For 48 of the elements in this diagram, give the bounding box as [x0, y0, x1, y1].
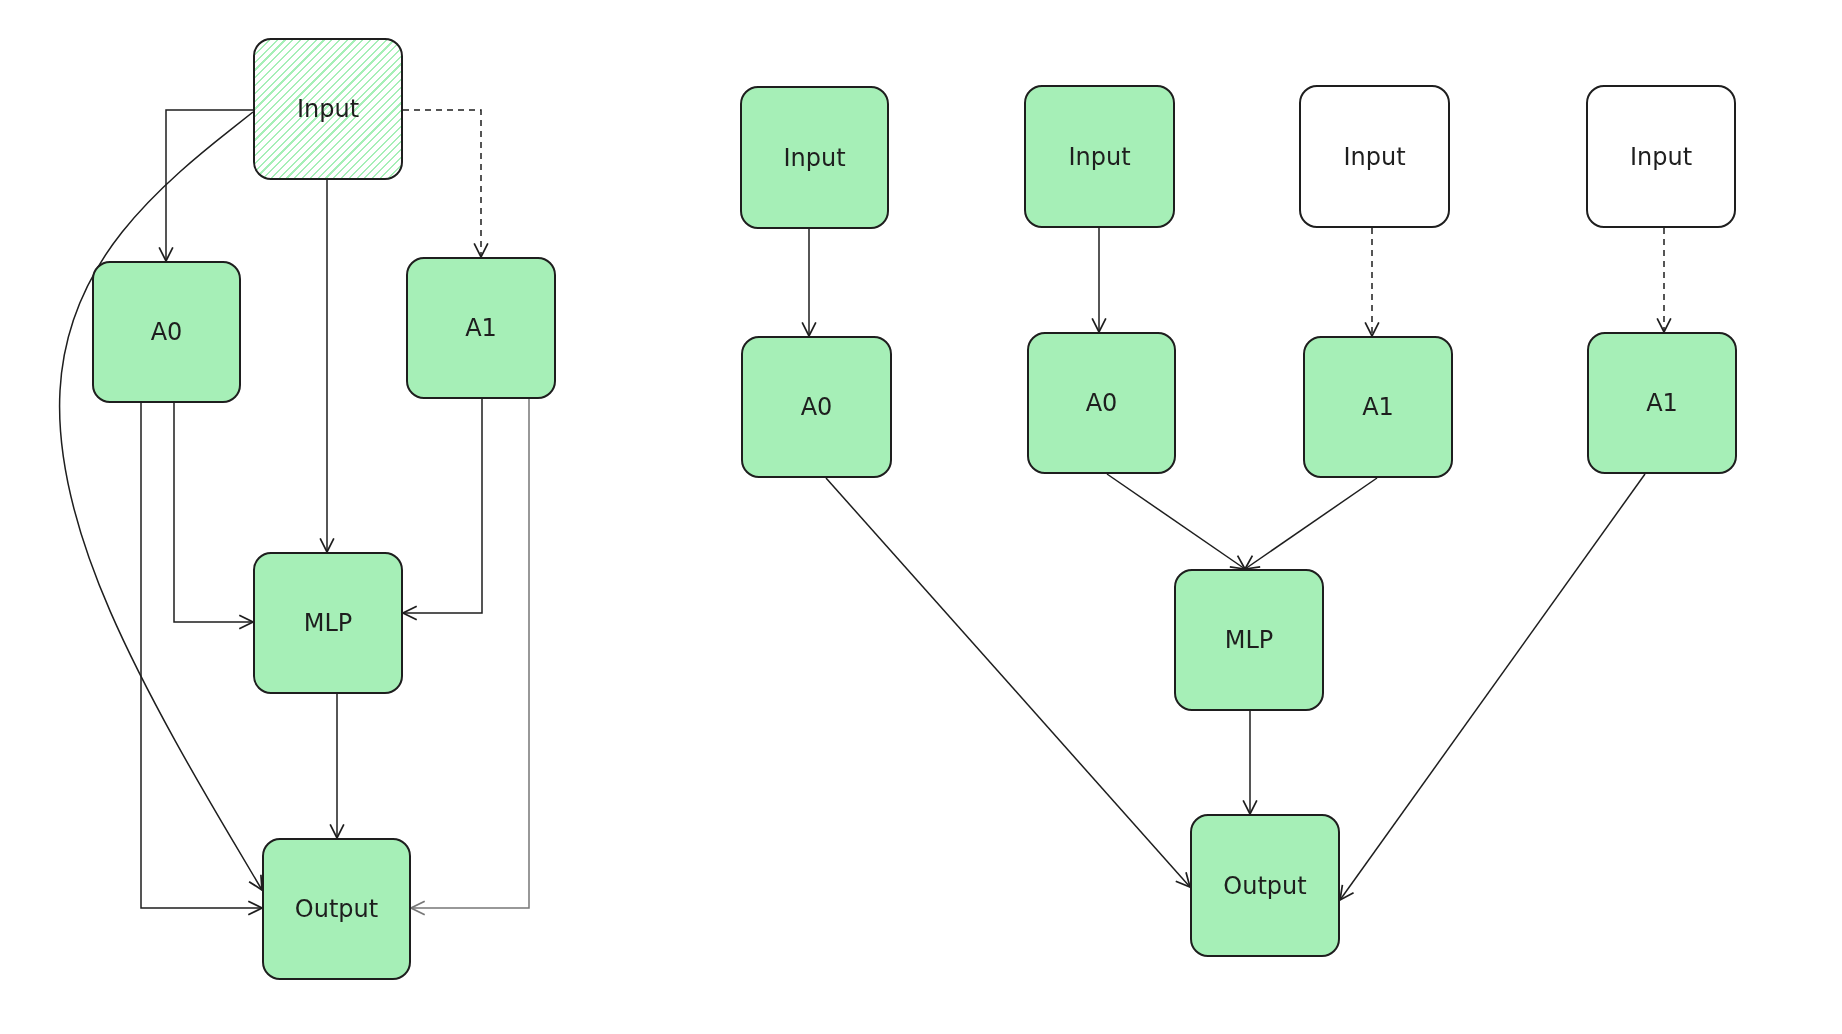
node-label: MLP: [1224, 626, 1274, 654]
process-box: [741, 336, 892, 478]
arrow: [825, 477, 1191, 888]
arrow: [1091, 227, 1107, 333]
arrow: [58, 111, 263, 891]
process-box: [1190, 814, 1340, 957]
process-box: [1303, 336, 1453, 478]
arrow: [1244, 477, 1378, 570]
dashed-arrow: [1364, 227, 1380, 337]
process-box: [1586, 85, 1736, 228]
node-label: Input: [783, 143, 846, 172]
node-label: A1: [465, 314, 497, 342]
arrow: [319, 179, 335, 553]
node-label: Output: [1223, 871, 1307, 900]
node-label: A0: [1085, 389, 1118, 417]
process-box: [1587, 332, 1737, 474]
node-label: Input: [1629, 142, 1693, 171]
process-box: [1174, 569, 1324, 711]
node-label: Output: [294, 895, 379, 923]
process-box: [1299, 85, 1450, 228]
arrow: [402, 398, 483, 621]
process-box: [253, 38, 403, 180]
node-label: A1: [1646, 389, 1678, 417]
process-box: [262, 838, 411, 980]
arrow: [329, 693, 345, 839]
arrow: [1339, 473, 1646, 901]
node-label: A0: [800, 393, 833, 421]
node-label: A1: [1362, 393, 1394, 421]
node-label: Input: [1068, 142, 1131, 171]
dashed-arrow: [402, 109, 489, 258]
process-box: [253, 552, 403, 694]
node-label: MLP: [303, 609, 353, 637]
process-box: [1027, 332, 1176, 474]
arrow: [1106, 473, 1246, 570]
process-box: [406, 257, 556, 399]
arrow: [140, 402, 263, 916]
process-box: [1024, 85, 1175, 228]
process-box: [92, 261, 241, 403]
node-label: Input: [296, 95, 360, 123]
node-label: Input: [1343, 142, 1406, 171]
arrow: [801, 228, 817, 337]
node-label: A0: [150, 318, 183, 346]
process-box: [740, 86, 889, 229]
arrow: [158, 109, 254, 262]
arrow: [1242, 710, 1258, 815]
arrow: [410, 398, 530, 916]
arrow: [173, 402, 254, 630]
dashed-arrow: [1656, 227, 1672, 333]
